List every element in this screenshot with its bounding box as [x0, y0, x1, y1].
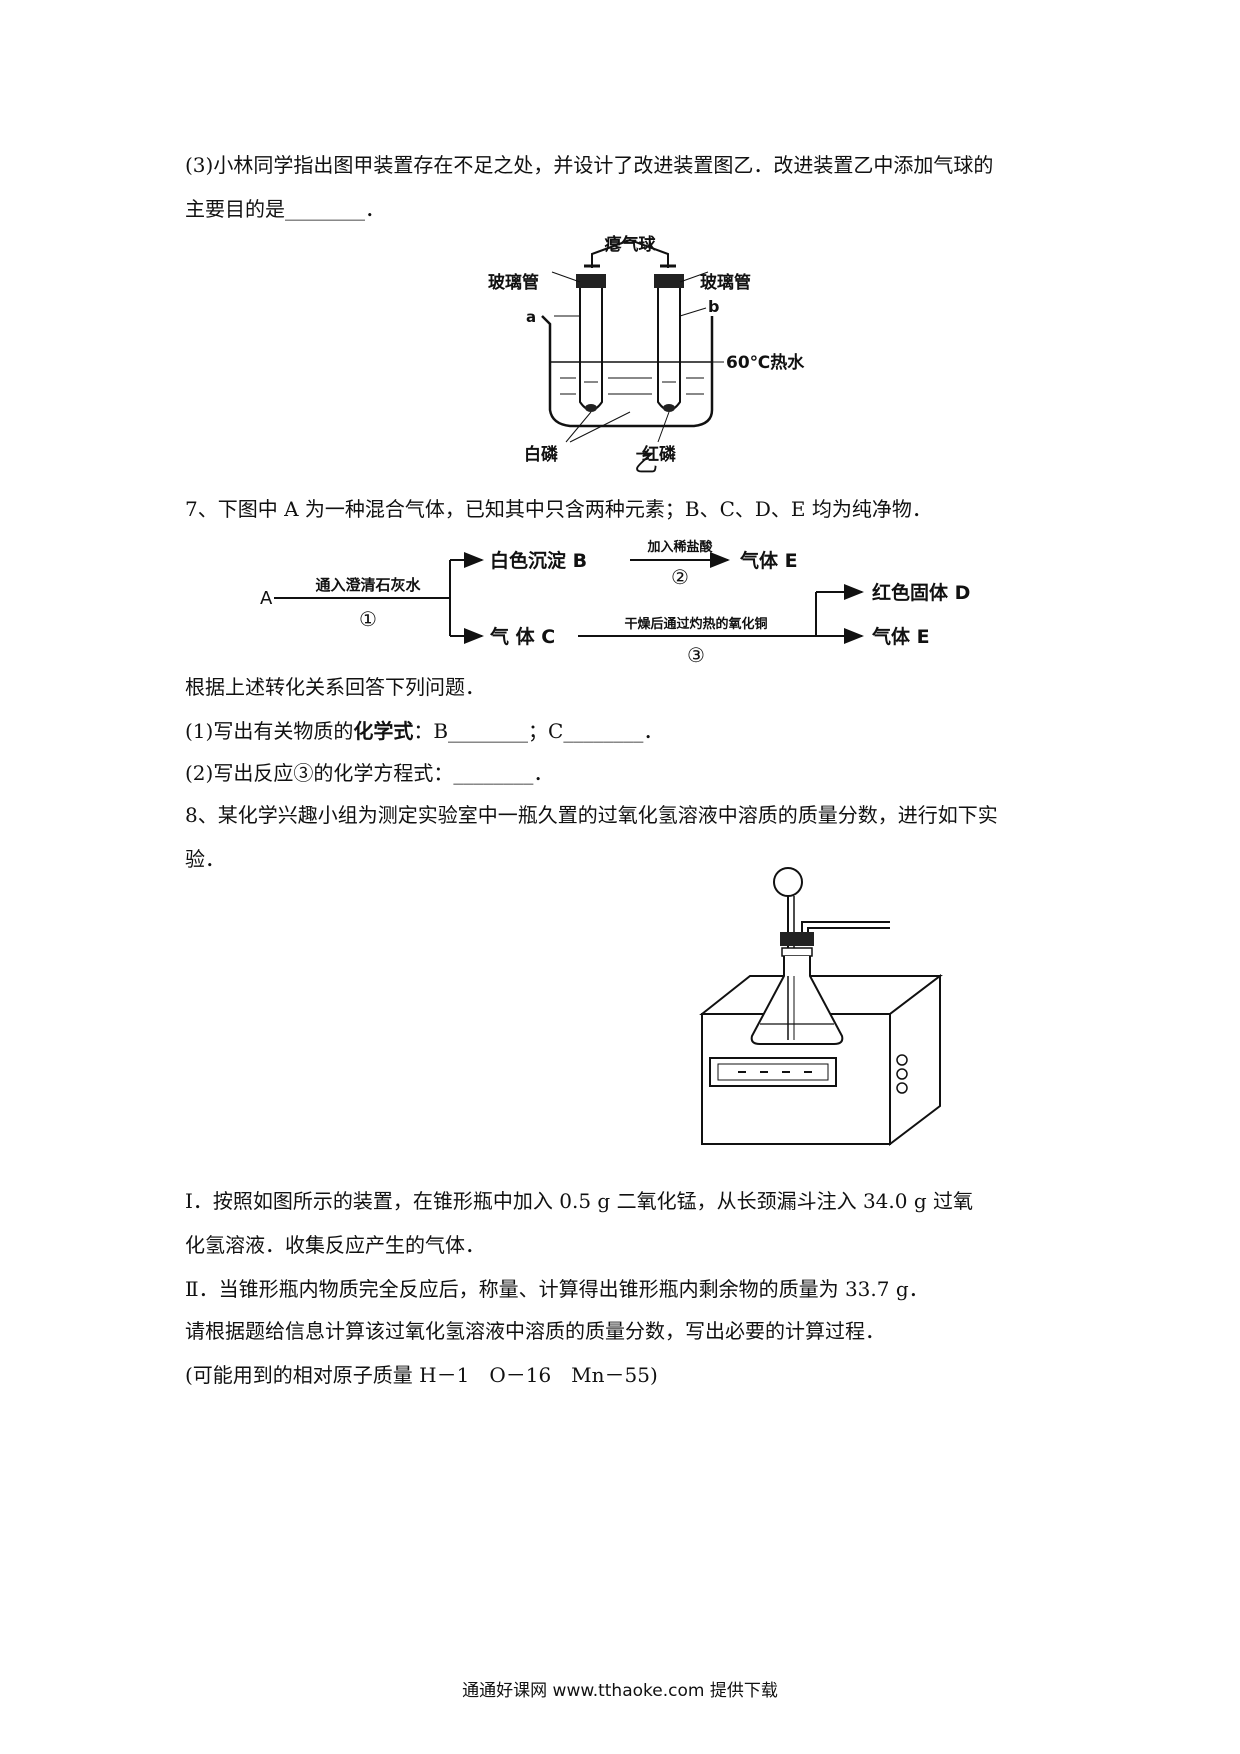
- label-tube-left: 玻璃管: [488, 272, 539, 293]
- label-red-phosphorus: 红磷: [642, 444, 677, 465]
- q8-step1-line2: 化氢溶液．收集反应产生的气体．: [185, 1233, 485, 1257]
- label-balloon: 瘪气球: [605, 234, 657, 255]
- q8-step2: Ⅱ．当锥形瓶内物质完全反应后，称量、计算得出锥形瓶内剩余物的质量为 33.7 g…: [185, 1277, 929, 1301]
- q7-q1-suffix: ：B________；C________．: [413, 719, 664, 743]
- label-tube-right: 玻璃管: [700, 272, 751, 293]
- q8-ask: 请根据题给信息计算该过氧化氢溶液中溶质的质量分数，写出必要的计算过程．: [185, 1319, 885, 1343]
- q6-part3-line2: 主要目的是________．: [185, 197, 385, 221]
- node-gas-e-bottom: 气体 E: [871, 625, 930, 648]
- q7-stem: 7、下图中 A 为一种混合气体，已知其中只含两种元素；B、C、D、E 均为纯净物…: [185, 497, 932, 521]
- q7-q1-prefix: (1)写出有关物质的: [185, 719, 354, 743]
- figure-yi-apparatus: 瘪气球 玻璃管 玻璃管 a b 60℃热水 白磷 红磷: [488, 234, 805, 465]
- q8-stem-line1: 8、某化学兴趣小组为测定实验室中一瓶久置的过氧化氢溶液中溶质的质量分数，进行如下…: [185, 803, 998, 827]
- q7-q1-bold: 化学式: [353, 719, 414, 743]
- step3-number: ③: [687, 643, 705, 667]
- node-white-precipitate-b: 白色沉淀 B: [490, 549, 587, 572]
- node-red-solid-d: 红色固体 D: [872, 581, 970, 604]
- node-gas-e-top: 气体 E: [739, 549, 798, 572]
- figure-yi-caption: 乙: [634, 449, 658, 477]
- step1-label: 通入澄清石灰水: [315, 576, 421, 594]
- q6-part3-line1: (3)小林同学指出图甲装置存在不足之处，并设计了改进装置图乙．改进装置乙中添加气…: [185, 153, 994, 177]
- step2-label: 加入稀盐酸: [646, 539, 713, 555]
- q8-atomic-mass: (可能用到的相对原子质量 H－1 O－16 Mn－55): [185, 1363, 658, 1387]
- q8-step1-line1: Ⅰ．按照如图所示的装置，在锥形瓶中加入 0.5 g 二氧化锰，从长颈漏斗注入 3…: [185, 1189, 973, 1213]
- node-gas-c: 气 体 C: [489, 625, 555, 648]
- node-a: A: [260, 588, 273, 609]
- step3-label: 干燥后通过灼热的氧化铜: [624, 616, 767, 632]
- step1-number: ①: [359, 607, 377, 631]
- q7-conversion-diagram: A 通入澄清石灰水 ① 白色沉淀 B 加入稀盐酸 ② 气体 E 气 体 C 干燥…: [260, 539, 970, 667]
- label-b: b: [708, 297, 719, 316]
- label-hot-water: 60℃热水: [726, 352, 805, 373]
- q8-stem-line2: 验．: [185, 847, 225, 871]
- q7-question2: (2)写出反应③的化学方程式：________．: [185, 761, 554, 785]
- label-white-phosphorus: 白磷: [524, 444, 559, 465]
- page-footer: 通通好课网 www.tthaoke.com 提供下载: [462, 1681, 778, 1701]
- q7-intro: 根据上述转化关系回答下列问题．: [185, 675, 485, 699]
- step2-number: ②: [671, 565, 689, 589]
- q7-question1: (1)写出有关物质的化学式：B________；C________．: [185, 718, 663, 744]
- figure-balance-apparatus: [699, 867, 943, 1147]
- label-a: a: [526, 308, 536, 326]
